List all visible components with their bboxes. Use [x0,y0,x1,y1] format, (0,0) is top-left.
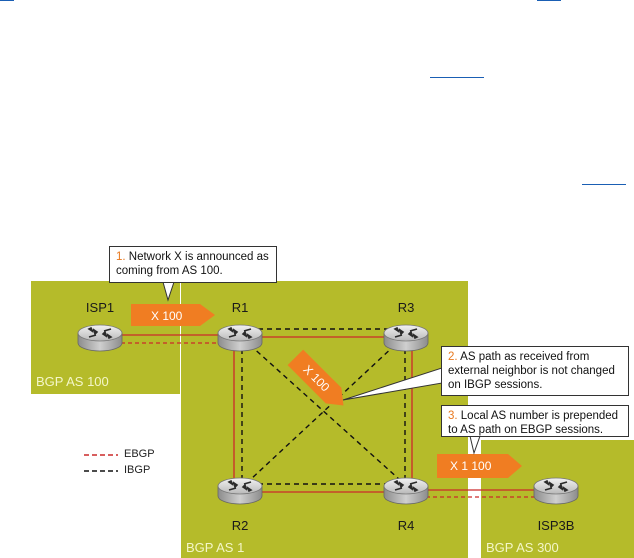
router-r4-label: R4 [397,518,415,533]
as-label-100: BGP AS 100 [36,374,109,389]
citation-link-3[interactable] [430,77,484,78]
router-isp1-icon [77,324,123,352]
router-r4-icon [383,477,429,505]
router-r1-icon [217,324,263,352]
router-r2-label: R2 [231,518,249,533]
callout-1-number: 1. [116,251,126,263]
callout-3-text: Local AS number is prepended to AS path … [448,410,619,436]
router-r1-label: R1 [231,300,249,315]
callout-1-pointer [162,281,175,302]
arrow-3-label: X 1 100 [450,459,492,473]
as-label-300: BGP AS 300 [486,540,559,555]
router-isp1-label: ISP1 [85,300,115,315]
citation-link-1[interactable] [0,0,14,1]
legend-ibgp-label: IBGP [124,464,151,476]
arrow-2: X 100 [287,349,344,406]
callout-3-pointer [469,435,481,455]
arrow-1: X 100 [131,304,215,326]
callout-3: 3. Local AS number is prepended to AS pa… [441,405,629,437]
callout-2-text: AS path as received from external neighb… [448,351,615,391]
citation-link-4[interactable] [582,184,626,185]
callout-1: 1. Network X is announced as coming from… [109,246,277,283]
router-r3-label: R3 [397,300,415,315]
ibgp-link-r1-r4 [249,344,401,481]
citation-link-2[interactable] [537,0,561,1]
ibgp-link-r3-r2 [249,344,396,481]
as-label-1: BGP AS 1 [186,540,245,555]
router-r2-icon [217,477,263,505]
arrow-1-label: X 100 [151,309,183,323]
callout-2-number: 2. [448,351,458,363]
router-isp3b-icon [533,477,579,505]
legend-ebgp-label: EBGP [124,448,155,460]
callout-2: 2. AS path as received from external nei… [441,346,629,396]
arrow-3: X 1 100 [437,454,522,478]
router-r3-icon [383,324,429,352]
callout-2-pointer [342,365,449,401]
callout-3-number: 3. [448,410,458,422]
callout-1-text: Network X is announced as coming from AS… [116,251,269,277]
router-isp3b-label: ISP3B [537,518,575,533]
